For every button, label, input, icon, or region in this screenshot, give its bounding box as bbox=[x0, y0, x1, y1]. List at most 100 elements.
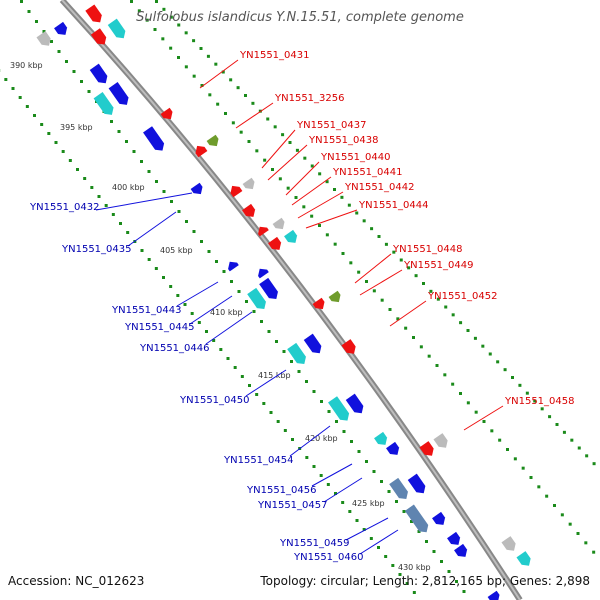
tick-dot bbox=[365, 280, 368, 283]
reverse-gene-label[interactable]: YN1551_0446 bbox=[139, 343, 210, 354]
forward-gene-label[interactable]: YN1551_0442 bbox=[344, 182, 415, 193]
reverse-gene-label[interactable]: YN1551_0450 bbox=[179, 395, 250, 406]
tick-dot bbox=[297, 370, 301, 373]
gene-arrow[interactable] bbox=[228, 183, 243, 198]
tick-dot bbox=[577, 446, 581, 450]
gene-arrow[interactable] bbox=[89, 63, 110, 87]
reverse-gene-label[interactable]: YN1551_0443 bbox=[111, 305, 182, 316]
forward-gene-label[interactable]: YN1551_0452 bbox=[427, 291, 498, 302]
gene-arrow[interactable] bbox=[242, 203, 258, 220]
gene-arrow[interactable] bbox=[419, 441, 436, 459]
forward-gene-label[interactable]: YN1551_0440 bbox=[320, 152, 391, 163]
gene-arrow[interactable] bbox=[303, 333, 324, 357]
forward-gene-label[interactable]: YN1551_3256 bbox=[274, 93, 345, 104]
forward-gene-label[interactable]: YN1551_0458 bbox=[504, 396, 575, 407]
gene-arrow[interactable] bbox=[341, 339, 358, 357]
tick-dot bbox=[592, 550, 596, 554]
tick-dot bbox=[474, 410, 478, 414]
tick-label: 395 kbp bbox=[60, 123, 93, 132]
gene-arrow[interactable] bbox=[242, 177, 258, 193]
gene-arrow[interactable] bbox=[206, 134, 222, 150]
tick-dot bbox=[197, 321, 201, 324]
tick-dot bbox=[310, 164, 314, 168]
gene-arrow[interactable] bbox=[386, 441, 402, 458]
tick-dot bbox=[54, 141, 58, 144]
forward-gene-label[interactable]: YN1551_0448 bbox=[392, 244, 463, 255]
gene-arrow[interactable] bbox=[36, 31, 53, 49]
gene-arrow[interactable] bbox=[268, 236, 284, 253]
gene-arrow[interactable] bbox=[90, 28, 109, 47]
gene-arrow[interactable] bbox=[447, 531, 463, 548]
leader-line bbox=[323, 477, 363, 503]
gene-arrow[interactable] bbox=[272, 217, 288, 233]
reverse-gene-label[interactable]: YN1551_0459 bbox=[279, 538, 350, 549]
gene-arrow[interactable] bbox=[225, 259, 239, 272]
gene-arrow[interactable] bbox=[312, 297, 328, 313]
gene-arrow[interactable] bbox=[54, 21, 70, 38]
reverse-gene-label[interactable]: YN1551_0454 bbox=[223, 455, 294, 466]
reverse-gene-label[interactable]: YN1551_0460 bbox=[293, 552, 364, 563]
tick-dot bbox=[312, 390, 316, 393]
gene-arrow[interactable] bbox=[404, 504, 431, 536]
tick-dot bbox=[333, 242, 337, 246]
gene-features bbox=[36, 4, 533, 600]
forward-gene-label[interactable]: YN1551_0431 bbox=[239, 50, 310, 61]
forward-gene-label[interactable]: YN1551_0444 bbox=[358, 200, 429, 211]
leader-line bbox=[267, 144, 308, 181]
tick-dot bbox=[132, 150, 136, 153]
gene-arrow[interactable] bbox=[374, 431, 390, 448]
tick-dot bbox=[291, 438, 294, 441]
tick-dot bbox=[387, 490, 391, 493]
tick-label: 390 kbp bbox=[10, 61, 43, 70]
reverse-gene-label[interactable]: YN1551_0456 bbox=[246, 485, 317, 496]
gene-arrow[interactable] bbox=[107, 18, 128, 42]
reverse-gene-label[interactable]: YN1551_0435 bbox=[61, 244, 132, 255]
tick-dot bbox=[286, 186, 290, 190]
gene-arrow[interactable] bbox=[328, 290, 344, 306]
gene-arrow[interactable] bbox=[160, 107, 176, 123]
tick-dot bbox=[584, 541, 588, 545]
tick-dot bbox=[496, 360, 500, 364]
reverse-gene-label[interactable]: YN1551_0432 bbox=[29, 202, 100, 213]
reverse-gene-label[interactable]: YN1551_0457 bbox=[257, 500, 328, 511]
forward-gene-label[interactable]: YN1551_0441 bbox=[332, 167, 403, 178]
tick-dot bbox=[429, 289, 433, 293]
gene-arrow[interactable] bbox=[190, 182, 206, 198]
gene-arrow[interactable] bbox=[93, 92, 117, 118]
gene-arrow[interactable] bbox=[389, 477, 411, 502]
gene-arrow[interactable] bbox=[284, 229, 300, 246]
gene-arrow[interactable] bbox=[432, 511, 448, 528]
gene-arrow[interactable] bbox=[516, 551, 533, 569]
tick-dot bbox=[440, 560, 443, 563]
tick-dot bbox=[251, 101, 255, 105]
tick-dot bbox=[513, 457, 517, 461]
tick-dot bbox=[334, 492, 337, 495]
forward-gene-label[interactable]: YN1551_0449 bbox=[403, 260, 474, 271]
gene-arrow[interactable] bbox=[328, 396, 352, 424]
reverse-gene-label[interactable]: YN1551_0445 bbox=[124, 322, 195, 333]
gene-arrow[interactable] bbox=[454, 543, 470, 560]
gene-arrow[interactable] bbox=[407, 473, 428, 497]
forward-gene-label[interactable]: YN1551_0437 bbox=[296, 120, 367, 131]
tick-dot bbox=[208, 93, 212, 97]
gene-arrow[interactable] bbox=[108, 82, 132, 108]
tick-dot bbox=[267, 330, 271, 333]
gene-arrow[interactable] bbox=[501, 536, 518, 554]
tick-dot bbox=[207, 250, 211, 253]
gene-arrow[interactable] bbox=[287, 342, 309, 367]
tick-dot bbox=[226, 357, 230, 360]
gene-arrow[interactable] bbox=[143, 126, 167, 154]
gene-arrow[interactable] bbox=[255, 224, 269, 237]
forward-gene-label[interactable]: YN1551_0438 bbox=[308, 135, 379, 146]
gene-arrow[interactable] bbox=[487, 590, 503, 600]
tick-dot bbox=[130, 0, 133, 3]
gene-arrow[interactable] bbox=[85, 4, 104, 25]
gene-arrow[interactable] bbox=[193, 143, 208, 158]
gene-arrow[interactable] bbox=[345, 393, 366, 417]
map-title: Sulfolobus islandicus Y.N.15.51, complet… bbox=[136, 10, 464, 25]
gene-arrow[interactable] bbox=[255, 266, 269, 279]
gene-arrow[interactable] bbox=[433, 433, 450, 451]
gene-arrow[interactable] bbox=[259, 277, 281, 302]
gene-arrow[interactable] bbox=[247, 287, 269, 312]
tick-dot bbox=[436, 297, 440, 301]
